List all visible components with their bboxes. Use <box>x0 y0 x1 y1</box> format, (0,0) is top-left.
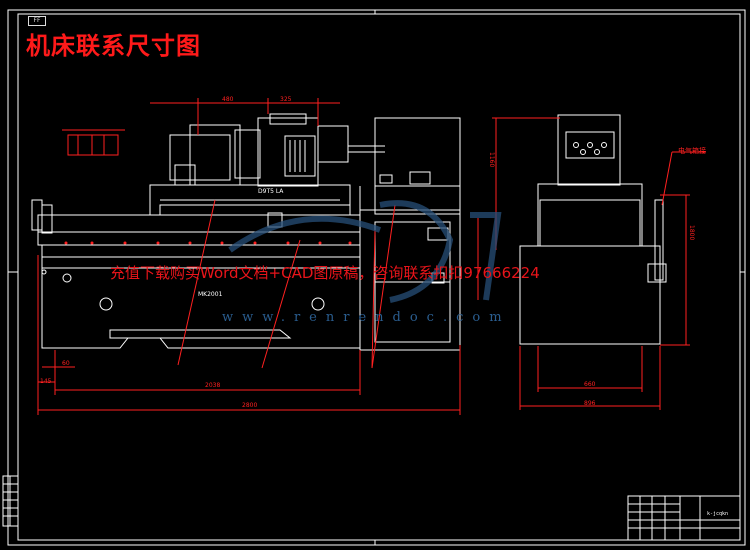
dim-label-480: 480 <box>222 96 234 103</box>
left-strip-table <box>2 475 19 527</box>
side-knobs <box>573 142 607 155</box>
dim-label-total-length: 2800 <box>242 402 258 409</box>
drawing-title: 机床联系尺寸图 <box>26 32 201 60</box>
label-head-code: D9T5 LA <box>258 188 284 195</box>
dim-label-1160: 1160 <box>488 152 495 168</box>
dimension-lines <box>37 98 706 415</box>
label-bed-code: MK2001 <box>198 291 223 298</box>
front-view <box>31 113 461 360</box>
side-view <box>519 114 667 345</box>
inner-frame <box>17 13 741 541</box>
bed-markers <box>64 241 352 245</box>
dim-label-660: 660 <box>584 381 596 388</box>
border-ticks <box>8 10 745 545</box>
dim-label-896: 896 <box>584 400 596 407</box>
label-electrical-box: 电气箱接 <box>678 147 706 155</box>
dim-label-325: 325 <box>280 96 292 103</box>
dim-label-bed-length: 2038 <box>205 382 221 389</box>
logo-watermark <box>228 200 502 303</box>
corner-stamp: FF <box>28 16 46 26</box>
outer-frame <box>7 9 746 546</box>
dim-label-60: 60 <box>62 360 70 367</box>
title-block <box>627 495 741 541</box>
watermark-url: www.renrendoc.com <box>222 310 511 325</box>
watermark-text: 充值下载购买Word文档+CAD图原稿，咨询联系扣扣97666224 <box>110 264 540 282</box>
bed-holes <box>41 269 325 311</box>
title-block-code: k-jcqkn <box>707 511 729 517</box>
dim-label-1800: 1800 <box>688 225 695 241</box>
dim-label-left-offset: 145 <box>40 378 52 385</box>
